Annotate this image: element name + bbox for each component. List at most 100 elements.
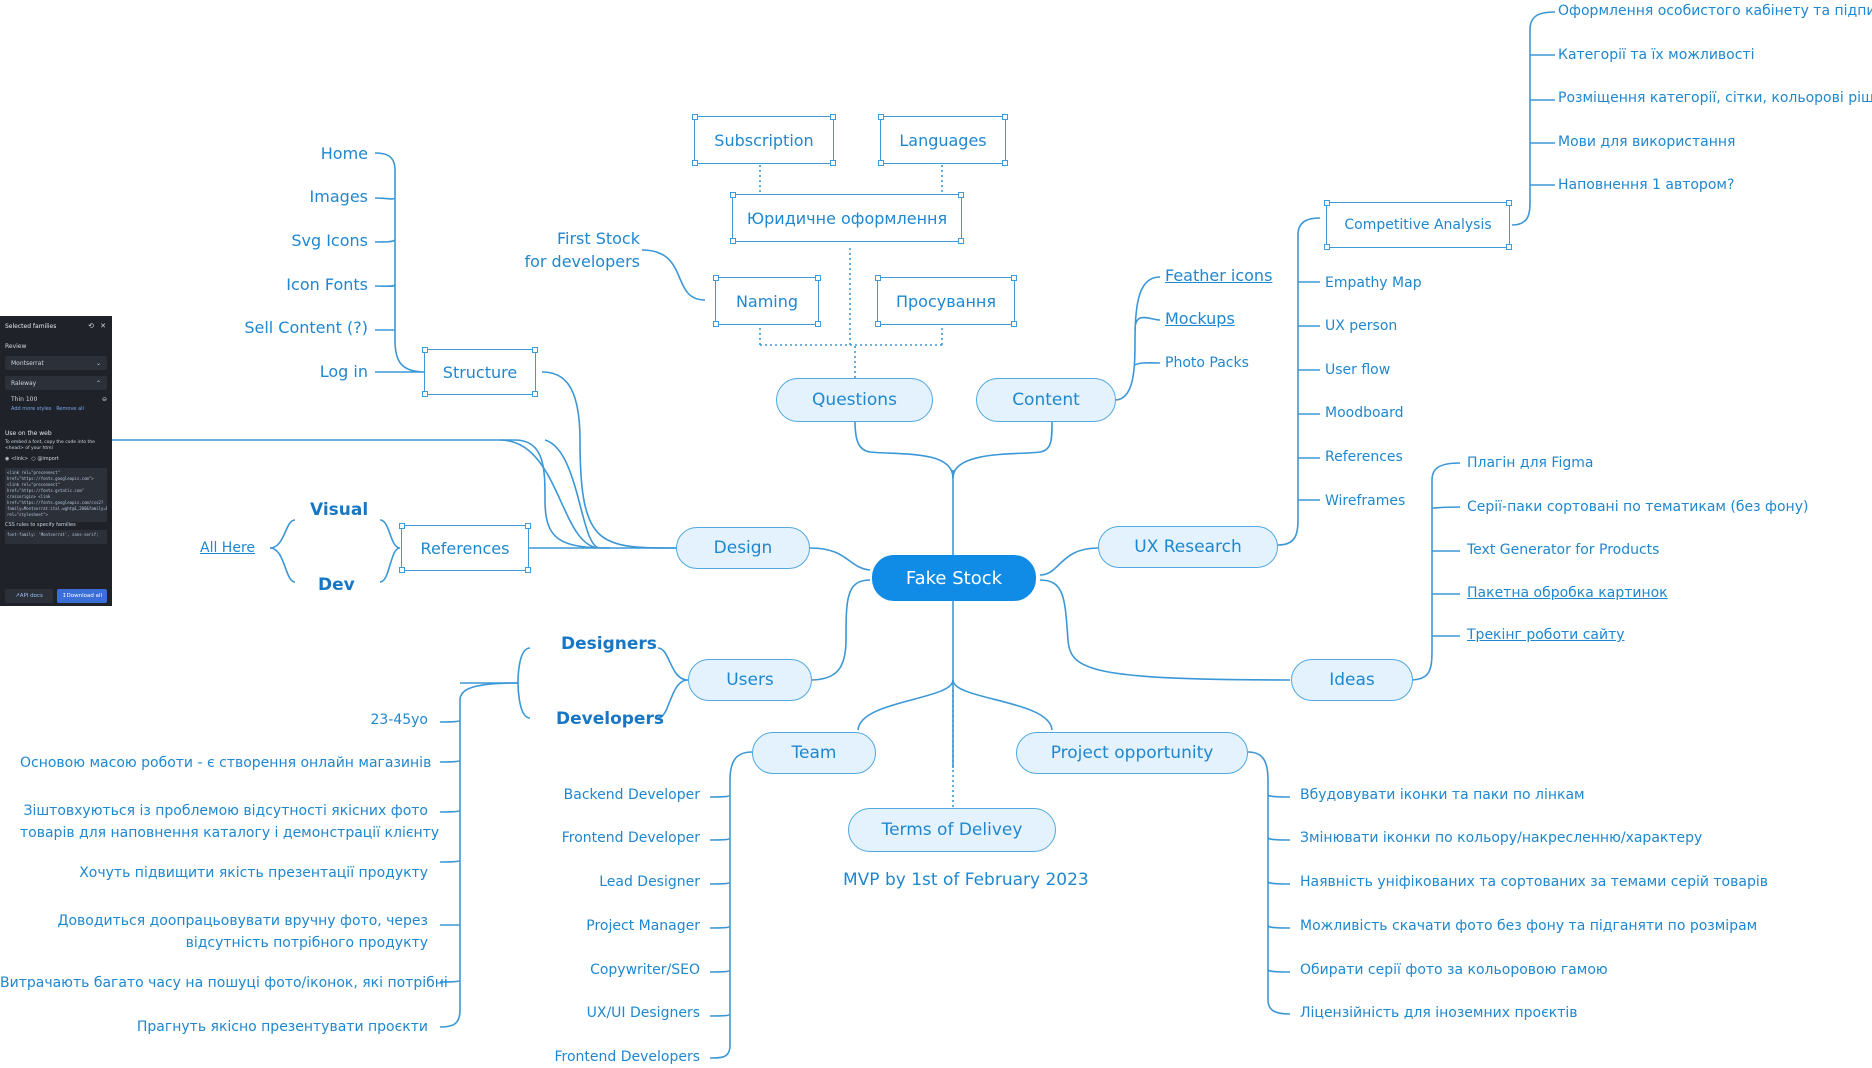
chevron-up-icon: ⌃ bbox=[95, 380, 101, 387]
panel-title: Selected families bbox=[5, 323, 57, 330]
opportunity-item: Змінювати іконки по кольору/накресленню/… bbox=[1300, 830, 1703, 846]
ux-item: User flow bbox=[1325, 362, 1391, 378]
box-promotion[interactable]: Просування bbox=[875, 275, 1017, 327]
instructions-text: To embed a font, copy the code into the … bbox=[5, 440, 95, 451]
users-trait: 23-45yo bbox=[370, 712, 428, 728]
weight-label: Thin 100 bbox=[11, 396, 38, 403]
references-dev: Dev bbox=[318, 575, 355, 595]
box-label: Subscription bbox=[714, 130, 814, 150]
ideas-item: Text Generator for Products bbox=[1467, 542, 1660, 558]
root-node[interactable]: Fake Stock bbox=[872, 555, 1036, 601]
first-stock-note: First Stock for developers bbox=[520, 227, 640, 273]
radio-import-label: @import bbox=[37, 456, 59, 462]
font-name: Montserrat bbox=[11, 360, 44, 367]
branch-users[interactable]: Users bbox=[688, 659, 812, 701]
font-select-raleway[interactable]: Raleway⌃ bbox=[5, 376, 107, 390]
team-item: Lead Designer bbox=[599, 874, 700, 890]
css-rules-heading: CSS rules to specify families bbox=[5, 522, 76, 528]
close-icon[interactable]: ✕ bbox=[100, 322, 106, 330]
button-label: API docs bbox=[19, 593, 43, 599]
team-item: Frontend Developers bbox=[554, 1049, 700, 1065]
structure-item: Images bbox=[309, 187, 368, 206]
users-trait-line: відсутність потрібного продукту bbox=[185, 935, 428, 951]
box-naming[interactable]: Naming bbox=[713, 275, 821, 327]
add-more-styles-link[interactable]: Add more styles bbox=[11, 406, 52, 412]
chevron-down-icon: ⌄ bbox=[95, 360, 101, 367]
team-item: UX/UI Designers bbox=[586, 1005, 700, 1021]
competitive-item: Розміщення категорії, сітки, кольорові р… bbox=[1558, 90, 1872, 106]
branch-team[interactable]: Team bbox=[752, 732, 876, 774]
box-languages[interactable]: Languages bbox=[878, 114, 1008, 166]
ideas-item[interactable]: Пакетна обробка картинок bbox=[1467, 585, 1668, 601]
branch-project-opportunity[interactable]: Project opportunity bbox=[1016, 732, 1248, 774]
branch-label: Project opportunity bbox=[1050, 743, 1214, 763]
root-label: Fake Stock bbox=[905, 567, 1003, 589]
ideas-item[interactable]: Трекінг роботи сайту bbox=[1467, 627, 1625, 643]
api-docs-button[interactable]: ↗ API docs bbox=[5, 589, 53, 603]
ideas-item: Серії-паки сортовані по тематикам (без ф… bbox=[1467, 499, 1809, 515]
terms-note: MVP by 1st of February 2023 bbox=[843, 870, 1089, 890]
users-trait-line: Зіштовхуються із проблемою відсутності я… bbox=[23, 803, 428, 819]
competitive-item: Наповнення 1 автором? bbox=[1558, 177, 1735, 193]
users-trait-line: Доводиться доопрацьовувати вручну фото, … bbox=[57, 913, 429, 929]
download-icon: ↧ bbox=[61, 593, 67, 599]
embed-options: ◉ <link> ○ @import bbox=[5, 456, 107, 462]
radio-import[interactable]: ○ bbox=[31, 456, 38, 462]
css-code[interactable]: font-family: 'Montserrat', sans-serif; bbox=[5, 530, 107, 544]
branch-label: UX Research bbox=[1134, 537, 1242, 557]
team-item: Frontend Developer bbox=[561, 830, 700, 846]
box-competitive-analysis[interactable]: Competitive Analysis bbox=[1324, 200, 1512, 250]
users-group-developers: Developers bbox=[556, 709, 664, 729]
box-subscription[interactable]: Subscription bbox=[692, 114, 836, 166]
users-group-designers: Designers bbox=[561, 634, 657, 654]
content-item[interactable]: Feather icons bbox=[1165, 266, 1273, 285]
branch-questions[interactable]: Questions bbox=[776, 378, 933, 422]
remove-icon[interactable]: ⊖ bbox=[101, 396, 107, 403]
radio-link-label: <link> bbox=[10, 456, 29, 462]
users-trait: Витрачають багато часу на пошуці фото/ік… bbox=[0, 975, 448, 991]
content-item[interactable]: Mockups bbox=[1165, 309, 1235, 328]
users-trait: Хочуть підвищити якість презентації прод… bbox=[79, 865, 428, 881]
users-trait: Основою масою роботи - є створення онлай… bbox=[20, 755, 432, 771]
share-icon[interactable]: ⟲ bbox=[88, 322, 94, 330]
users-trait: Зіштовхуються із проблемою відсутності я… bbox=[20, 800, 440, 844]
branch-terms[interactable]: Terms of Delivey bbox=[848, 808, 1056, 852]
use-on-web-heading: Use on the web bbox=[5, 430, 52, 437]
branch-label: Users bbox=[726, 670, 774, 690]
branch-label: Terms of Delivey bbox=[881, 820, 1023, 840]
ux-item: Wireframes bbox=[1325, 493, 1406, 509]
structure-item: Log in bbox=[319, 362, 368, 381]
team-item: Project Manager bbox=[586, 918, 700, 934]
first-stock-line: for developers bbox=[524, 252, 640, 271]
competitive-item: Оформлення особистого кабінету та підпис… bbox=[1558, 3, 1872, 19]
box-structure[interactable]: Structure bbox=[422, 347, 538, 397]
font-select-montserrat[interactable]: Montserrat ⌄ bbox=[5, 356, 107, 370]
font-embed-panel: Selected families ⟲ ✕ Review Montserrat⌄… bbox=[0, 316, 112, 606]
ux-item: References bbox=[1325, 449, 1403, 465]
box-legal[interactable]: Юридичне оформлення bbox=[730, 192, 964, 244]
ux-item: Empathy Map bbox=[1325, 275, 1422, 291]
references-all-here-link[interactable]: All Here bbox=[200, 540, 256, 556]
team-item: Backend Developer bbox=[563, 787, 700, 803]
branch-ux-research[interactable]: UX Research bbox=[1098, 526, 1278, 568]
branch-content[interactable]: Content bbox=[976, 378, 1116, 422]
branch-label: Ideas bbox=[1329, 670, 1375, 690]
box-label: Просування bbox=[895, 291, 997, 311]
embed-code[interactable]: <link rel="preconnect" href="https://fon… bbox=[5, 468, 107, 522]
ux-item: Moodboard bbox=[1325, 405, 1404, 421]
structure-item: Home bbox=[320, 144, 368, 163]
branch-design[interactable]: Design bbox=[676, 527, 810, 569]
branch-ideas[interactable]: Ideas bbox=[1291, 659, 1413, 701]
radio-link[interactable]: ◉ bbox=[5, 456, 11, 462]
structure-item: Svg Icons bbox=[291, 231, 368, 250]
team-item: Copywriter/SEO bbox=[590, 962, 700, 978]
competitive-item: Мови для використання bbox=[1558, 134, 1736, 150]
opportunity-item: Можливість скачати фото без фону та підг… bbox=[1300, 918, 1758, 934]
users-trait-line: товарів для наповнення каталогу і демонс… bbox=[20, 825, 440, 841]
remove-all-link[interactable]: Remove all bbox=[56, 406, 84, 412]
box-references[interactable]: References bbox=[399, 523, 531, 573]
references-visual: Visual bbox=[310, 500, 369, 520]
branch-label: Questions bbox=[812, 390, 897, 410]
download-all-button[interactable]: ↧ Download all bbox=[57, 589, 107, 603]
